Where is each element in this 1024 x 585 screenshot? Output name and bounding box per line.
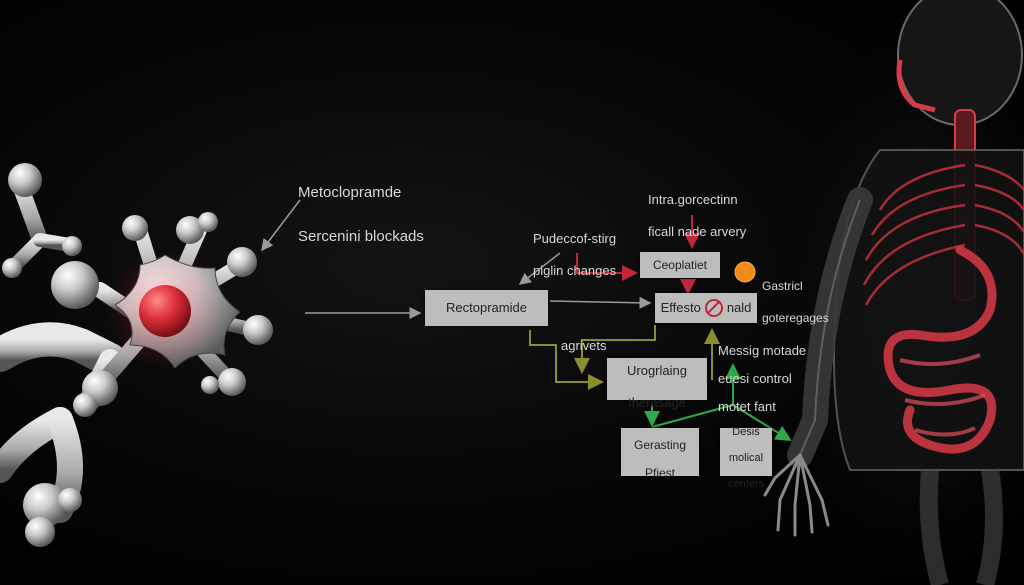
molecule-title-line2: Sercenini blockads (298, 228, 424, 245)
label-messig-line1: Messig motade (718, 343, 807, 358)
label-intra-line1: Intra.gorcectinn (648, 192, 738, 207)
label-intra: Intra.gorcectinn ficall nade arvery (648, 176, 746, 240)
label-messig: Messig motade euesi control motet fant (718, 330, 806, 414)
label-gastric: Gastricl goteregages (762, 262, 829, 326)
arrow-title-to-molecule (261, 199, 301, 252)
molecule-title-line1: Metoclopramde (298, 184, 402, 201)
label-pudeccof: Pudeccof-stirg piglin changes (533, 215, 616, 279)
box-desis-line1: Desis (732, 426, 760, 438)
arrow-red-to-ceoplatiet (576, 253, 638, 281)
label-pudeccof-line2: piglin changes (533, 263, 617, 278)
molecule-title: Metoclopramde Sercenini blockads (298, 160, 424, 248)
arrow-pudeccof-to-receptor (518, 252, 561, 285)
box-desis: Desis molical centers (720, 426, 772, 490)
box-gerasting-line2: Pfiest (644, 466, 675, 480)
box-urogrlaing-line1: Urogrlaing (627, 363, 687, 378)
box-effecto-left: Effesto (660, 300, 701, 315)
box-ceoplatiet-label: Ceoplatiet (652, 258, 708, 272)
label-intra-line2: ficall nade arvery (648, 224, 747, 239)
box-receptor: Rectopramide (425, 290, 548, 326)
label-gastric-line2: goteregages (762, 311, 829, 325)
orange-dot-icon (734, 261, 756, 283)
label-messig-line2: euesi control (718, 371, 792, 386)
label-messig-line3: motet fant (718, 399, 776, 414)
box-urogrlaing-line2: therasage (628, 395, 686, 410)
molecule-atoms (2, 163, 273, 547)
label-agrivets-text: agrivets (561, 338, 607, 353)
box-urogrlaing: Urogrlaing therasage (607, 358, 707, 410)
box-gerasting: Gerasting Pfiest (621, 428, 699, 480)
arrow-olive-agrivets (529, 330, 604, 390)
box-desis-line3: centers (727, 478, 765, 490)
no-symbol-icon (704, 299, 723, 317)
box-effecto-right: nald (726, 300, 752, 315)
label-pudeccof-line1: Pudeccof-stirg (533, 231, 617, 246)
human-body-illustration (760, 0, 1024, 585)
red-core-atom (139, 285, 191, 337)
box-receptor-label: Rectopramide (446, 300, 527, 315)
label-agrivets: agrivets (561, 322, 607, 354)
box-gerasting-line1: Gerasting (633, 438, 687, 452)
box-effecto: Effesto nald (655, 293, 757, 323)
box-desis-line2: molical (728, 452, 764, 464)
arrow-receptor-to-effecto (549, 296, 652, 309)
arrow-olive-effecto-to-urog (574, 325, 656, 374)
digestive-tract (883, 245, 997, 454)
box-ceoplatiet: Ceoplatiet (640, 252, 720, 278)
label-gastric-line1: Gastricl (762, 279, 803, 293)
